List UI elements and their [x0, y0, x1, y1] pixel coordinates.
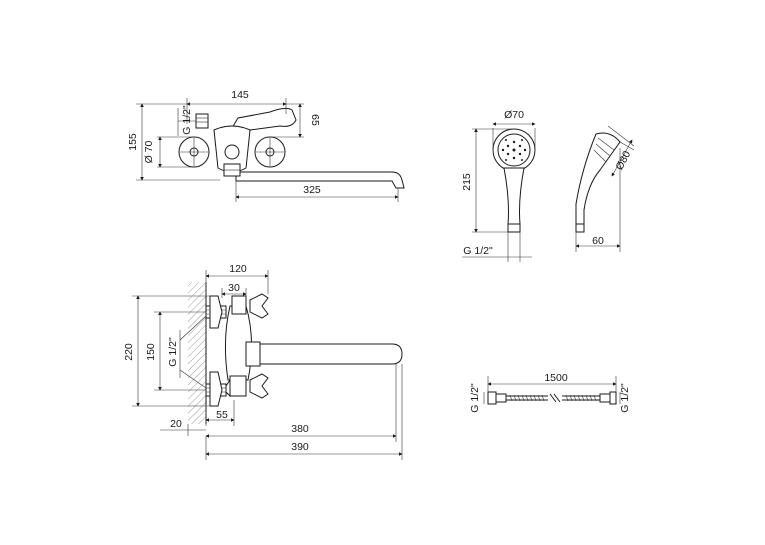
dim-145: 145 [231, 89, 249, 101]
shower-nozzles [501, 139, 527, 161]
dim-side-80: Ø80 [613, 149, 633, 172]
dim-150: 150 [145, 343, 157, 361]
dim-55: 55 [216, 409, 228, 421]
dim-1500: 1500 [544, 372, 568, 384]
dim-380: 380 [291, 423, 309, 435]
front-view: 120 30 220 150 G 1/2" 55 20 38 [123, 263, 403, 460]
dim-thread-top: G 1/2" [181, 105, 193, 135]
dim-front-thread: G 1/2" [167, 337, 179, 367]
dim-diameter-70: Ø 70 [143, 140, 155, 163]
spout [247, 343, 403, 365]
dim-shower-70: Ø70 [504, 109, 524, 121]
dim-65: 65 [309, 114, 321, 126]
dim-120: 120 [229, 263, 247, 275]
top-view: 145 155 65 G 1/2" Ø 70 325 [127, 89, 405, 202]
dim-325: 325 [303, 184, 321, 196]
dim-30: 30 [228, 282, 240, 294]
dim-20: 20 [170, 418, 182, 430]
dim-215: 215 [461, 173, 473, 191]
dim-hose-thread-left: G 1/2" [469, 383, 481, 413]
mixer-column [224, 305, 253, 381]
wall-hatch [188, 282, 206, 424]
dim-side-60: 60 [592, 235, 604, 247]
dim-hose-thread-right: G 1/2" [619, 383, 631, 413]
hose-view: 1500 G 1/2" G 1/2" [469, 372, 631, 413]
shower-head-side [575, 132, 621, 225]
dim-220: 220 [123, 343, 135, 361]
dim-shower-thread: G 1/2" [463, 245, 493, 257]
dim-155: 155 [127, 133, 139, 151]
dim-390: 390 [291, 441, 309, 453]
shower-head-view: Ø70 215 G 1/2" Ø80 60 [461, 109, 635, 262]
